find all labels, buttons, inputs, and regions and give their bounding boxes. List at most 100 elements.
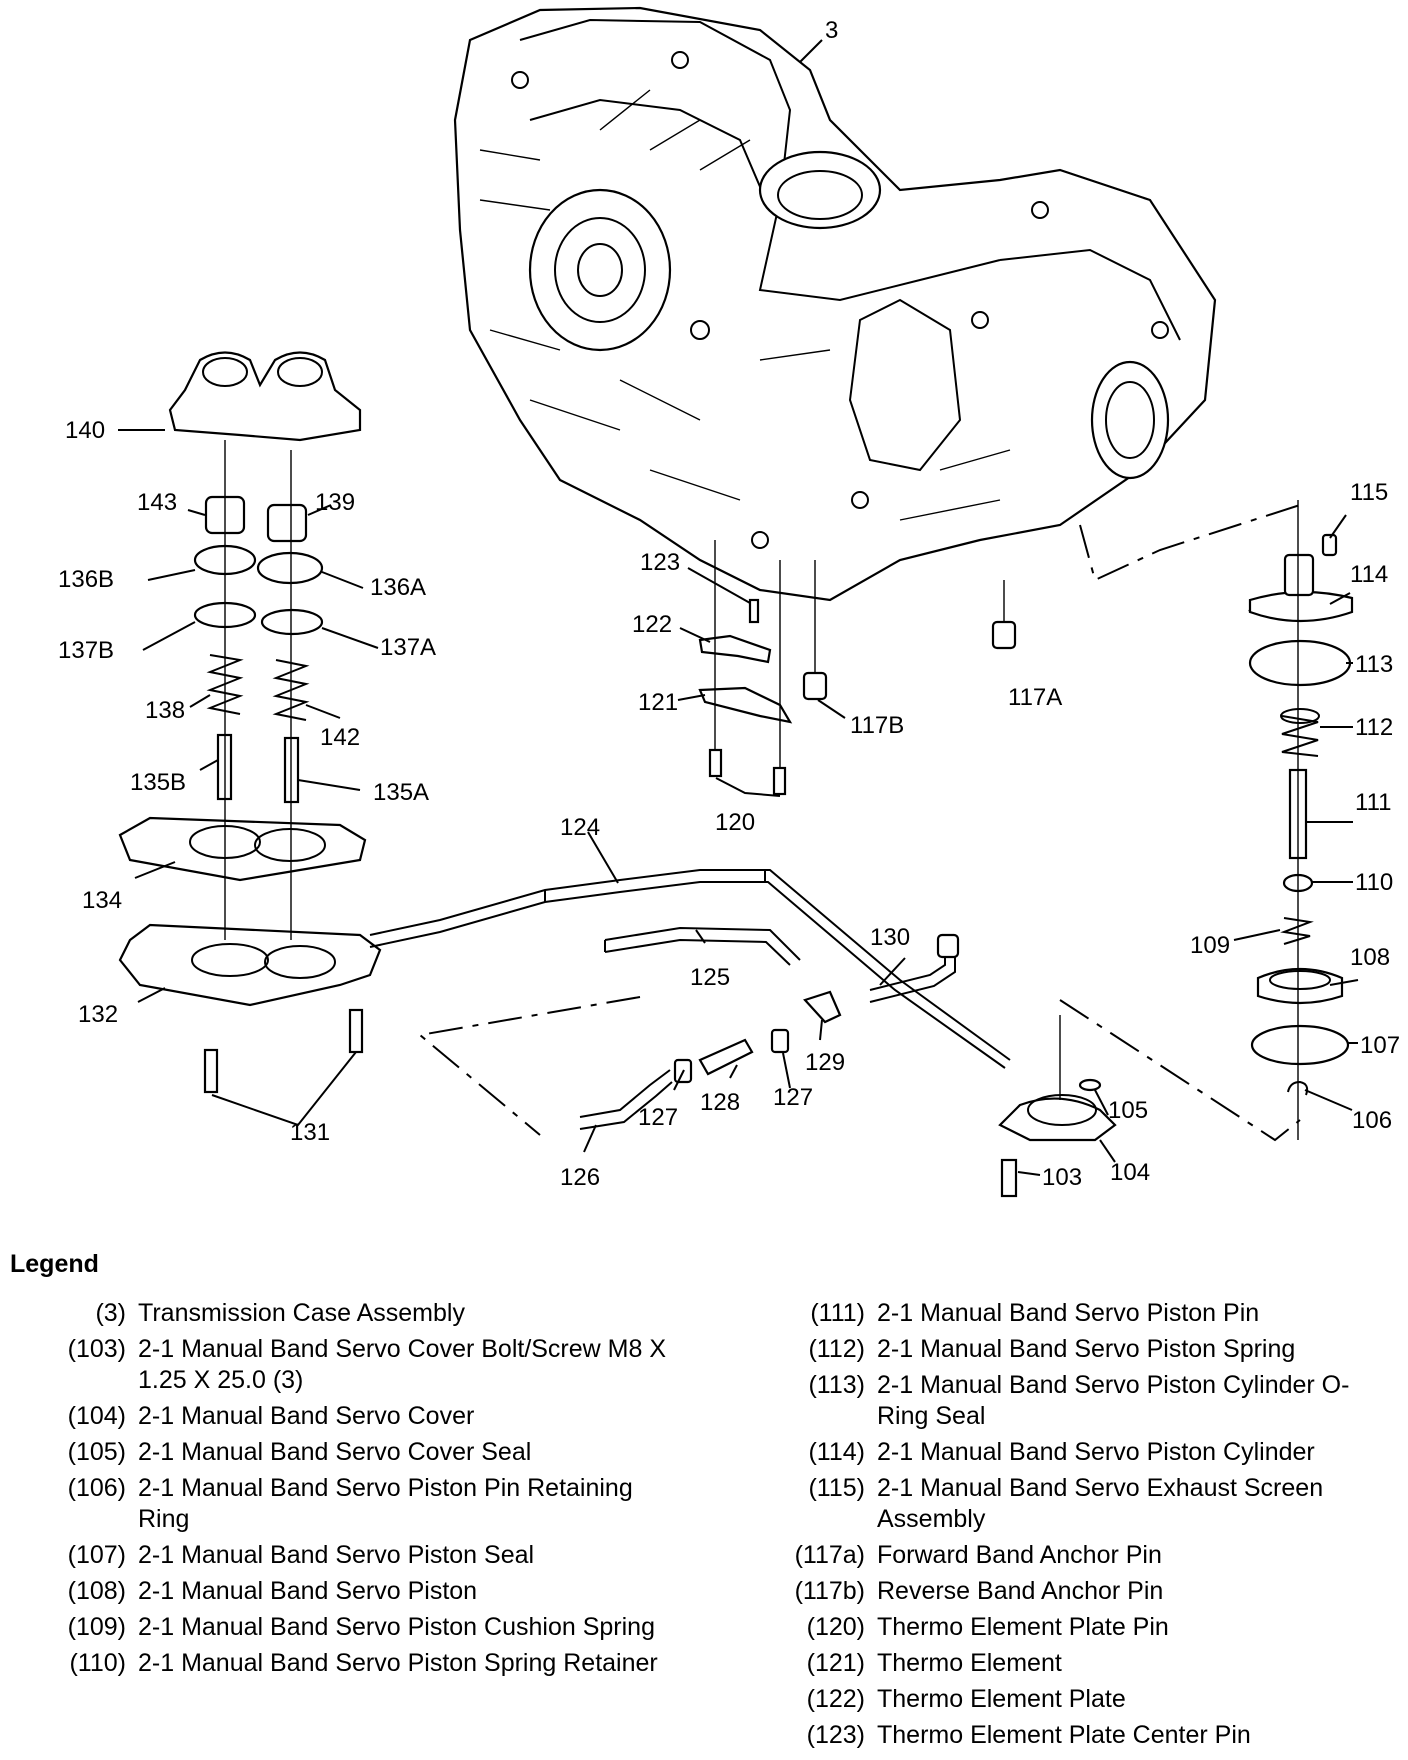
legend-entry-number: (107) <box>67 1541 126 1569</box>
legend-entry-description: 2-1 Manual Band Servo Piston Seal <box>138 1541 535 1569</box>
legend-entry-number: (117a) <box>794 1541 865 1569</box>
callout-125: 125 <box>690 964 730 991</box>
legend-entry-number: (109) <box>67 1613 126 1641</box>
legend-entry-description: 2-1 Manual Band Servo Piston <box>138 1577 478 1605</box>
callout-129: 129 <box>805 1049 845 1076</box>
callout-104: 104 <box>1110 1159 1150 1186</box>
legend-entry: (112) 2-1 Manual Band Servo Piston Spring <box>770 1334 1400 1365</box>
legend-entry: (113) 2-1 Manual Band Servo Piston Cylind… <box>770 1370 1400 1432</box>
legend-entry-description: 2-1 Manual Band Servo Piston Spring <box>877 1335 1296 1363</box>
legend-entry: (117b) Reverse Band Anchor Pin <box>770 1576 1400 1607</box>
thermo-element-drawing <box>698 540 1017 796</box>
pipe-assembly-drawing <box>369 869 1011 1130</box>
legend-entry-number: (105) <box>67 1438 126 1466</box>
legend-entry: (114) 2-1 Manual Band Servo Piston Cylind… <box>770 1437 1400 1468</box>
legend-entry-number: (3) <box>95 1299 126 1327</box>
legend-entry-description: 2-1 Manual Band Servo Piston Cylinder O-… <box>877 1371 1350 1430</box>
legend-entry-description: Transmission Case Assembly <box>138 1299 465 1327</box>
legend-entry-description: Forward Band Anchor Pin <box>877 1541 1162 1569</box>
callout-108: 108 <box>1350 944 1390 971</box>
legend-entry: (105) 2-1 Manual Band Servo Cover Seal <box>30 1437 670 1468</box>
legend-entry-number: (110) <box>69 1649 126 1677</box>
callout-142: 142 <box>320 724 360 751</box>
legend-entry-description: 2-1 Manual Band Servo Piston Pin <box>877 1299 1260 1327</box>
callout-117b: 117B <box>850 712 904 739</box>
legend-entry-number: (108) <box>67 1577 126 1605</box>
callout-115: 115 <box>1350 479 1388 506</box>
callout-111: 111 <box>1355 789 1391 816</box>
callout-130: 130 <box>870 924 910 951</box>
legend-entry: (123) Thermo Element Plate Center Pin <box>770 1720 1400 1751</box>
legend-entry: (110) 2-1 Manual Band Servo Piston Spring… <box>30 1648 670 1679</box>
legend-entry-description: 2-1 Manual Band Servo Piston Spring Reta… <box>138 1649 658 1677</box>
legend-entry-number: (120) <box>806 1613 865 1641</box>
callout-136a: 136A <box>370 574 426 601</box>
callout-135b: 135B <box>130 769 186 796</box>
callout-137a: 137A <box>380 634 436 661</box>
legend-column-right: (111)2-1 Manual Band Servo Piston Pin(11… <box>770 1298 1400 1756</box>
callout-137b: 137B <box>58 637 114 664</box>
callout-109: 109 <box>1190 932 1230 959</box>
callout-124: 124 <box>560 814 600 841</box>
callout-127-right: 127 <box>773 1084 813 1111</box>
callout-114: 114 <box>1350 561 1388 588</box>
legend-entry-number: (111) <box>810 1299 865 1327</box>
callout-121: 121 <box>638 689 678 716</box>
callout-126: 126 <box>560 1164 600 1191</box>
callout-107: 107 <box>1360 1032 1400 1059</box>
legend-entry-number: (123) <box>806 1721 865 1749</box>
legend-entry-number: (115) <box>808 1474 865 1502</box>
legend-entry: (107) 2-1 Manual Band Servo Piston Seal <box>30 1540 670 1571</box>
legend-column-left: (3) Transmission Case Assembly (103) 2-1 Ma… <box>30 1298 670 1684</box>
callout-110: 110 <box>1355 869 1393 896</box>
legend-entry-description: 2-1 Manual Band Servo Exhaust Screen Ass… <box>877 1474 1324 1533</box>
legend-entry: (122)Thermo Element Plate <box>770 1684 1400 1715</box>
legend-entry: (3) Transmission Case Assembly <box>30 1298 670 1329</box>
legend-entry-description: 2-1 Manual Band Servo Cover Seal <box>138 1438 532 1466</box>
legend-entry-number: (112) <box>808 1335 865 1363</box>
callout-140: 140 <box>65 417 105 444</box>
legend-entry: (117a) Forward Band Anchor Pin <box>770 1540 1400 1571</box>
callout-138: 138 <box>145 697 185 724</box>
callout-122: 122 <box>632 611 672 638</box>
legend-entry-description: Reverse Band Anchor Pin <box>877 1577 1164 1605</box>
legend-entry: (103) 2-1 Manual Band Servo Cover Bolt/Sc… <box>30 1334 670 1396</box>
legend-entry-description: Thermo Element Plate Pin <box>877 1613 1169 1641</box>
legend-entry-description: 2-1 Manual Band Servo Cover Bolt/Screw M… <box>138 1335 667 1394</box>
legend-entry-description: Thermo Element Plate Center Pin <box>877 1721 1251 1749</box>
legend-entry-number: (122) <box>806 1685 865 1713</box>
legend-entry: (108) 2-1 Manual Band Servo Piston <box>30 1576 670 1607</box>
legend-entry: (120) Thermo Element Plate Pin <box>770 1612 1400 1643</box>
legend-entry-number: (106) <box>67 1474 126 1502</box>
callout-128: 128 <box>700 1089 740 1116</box>
callout-134: 134 <box>82 887 122 914</box>
legend-entry-description: 2-1 Manual Band Servo Piston Cylinder <box>877 1438 1315 1466</box>
callout-117a: 117A <box>1008 684 1062 711</box>
callout-113: 113 <box>1355 651 1393 678</box>
exploded-view-diagram: 3 140 143 139 136B 136A 137B 137A 138 14… <box>58 6 1400 1198</box>
legend-entry-description: 2-1 Manual Band Servo Piston Cushion Spr… <box>138 1613 655 1641</box>
legend-entry-number: (104) <box>67 1402 126 1430</box>
legend-entry-description: 2-1 Manual Band Servo Piston Pin Retaini… <box>138 1474 633 1533</box>
legend-entry-number: (114) <box>808 1438 865 1466</box>
callout-139: 139 <box>315 489 355 516</box>
legend-entry-number: (113) <box>808 1371 865 1399</box>
transmission-case-drawing <box>453 6 1217 602</box>
callout-105: 105 <box>1108 1097 1148 1124</box>
callout-132: 132 <box>78 1001 118 1028</box>
callout-112: 112 <box>1355 714 1393 741</box>
callout-135a: 135A <box>373 779 429 806</box>
legend-entry-number: (117b) <box>794 1577 865 1605</box>
legend-entry-description: Thermo Element <box>877 1649 1062 1677</box>
legend: Legend (3) Transmission Case Assembly (103… <box>0 1250 1408 1760</box>
right-servo-stack-drawing <box>998 500 1354 1198</box>
legend-entry-number: (103) <box>67 1335 126 1363</box>
callout-131: 131 <box>290 1119 330 1146</box>
callout-123: 123 <box>640 549 680 576</box>
legend-entry: (111) 2-1 Manual Band Servo Piston Pin <box>770 1298 1400 1329</box>
callout-143: 143 <box>137 489 177 516</box>
legend-entry: (106) 2-1 Manual Band Servo Piston Pin Re… <box>30 1473 670 1535</box>
legend-entry-number: (121) <box>806 1649 865 1677</box>
callout-3: 3 <box>825 17 838 44</box>
legend-title: Legend <box>10 1250 99 1278</box>
